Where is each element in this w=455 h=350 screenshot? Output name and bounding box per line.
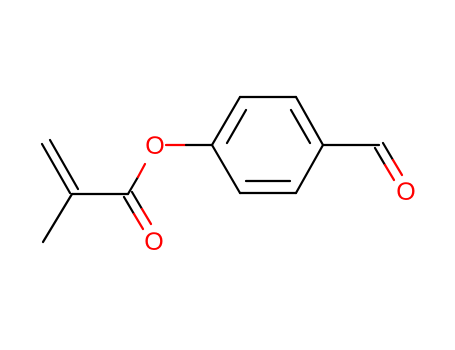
carbonyl-double-bond-b-red bbox=[140, 207, 153, 226]
carbonyl-double-bond-a-red bbox=[132, 212, 145, 231]
carbonyl-ester-oxygen-bond-red bbox=[136, 162, 147, 179]
aldehyde-double-bond-b-black bbox=[381, 141, 395, 162]
atom-label-layer: O O O bbox=[144, 132, 415, 256]
aldehyde-double-bond-a-red bbox=[383, 163, 396, 182]
ring-bond-6 bbox=[210, 143, 242, 195]
carbonyl-oxygen-label: O bbox=[144, 228, 163, 256]
aldehyde-double-bond-b-red bbox=[391, 158, 404, 177]
methyl-bond bbox=[41, 192, 74, 244]
ring-bond-4 bbox=[294, 143, 325, 195]
ring-bond-1 bbox=[210, 95, 242, 147]
carbonyl-ester-oxygen-bond-black bbox=[126, 175, 140, 196]
ring-bond-3 bbox=[294, 95, 325, 147]
carbonyl-double-bond-b-black bbox=[130, 190, 144, 211]
ester-oxygen-label: O bbox=[145, 132, 164, 160]
ring-inner-double-1 bbox=[225, 108, 248, 145]
carbonyl-double-bond-a-black bbox=[122, 195, 136, 216]
ring-inner-double-2 bbox=[289, 108, 312, 145]
vinyl-double-bond-outer bbox=[40, 142, 72, 195]
vinyl-double-bond-inner bbox=[48, 138, 80, 191]
aldehyde-double-bond-a-black bbox=[373, 146, 387, 167]
bond-layer bbox=[40, 95, 404, 244]
aldehyde-oxygen-label: O bbox=[396, 178, 415, 206]
